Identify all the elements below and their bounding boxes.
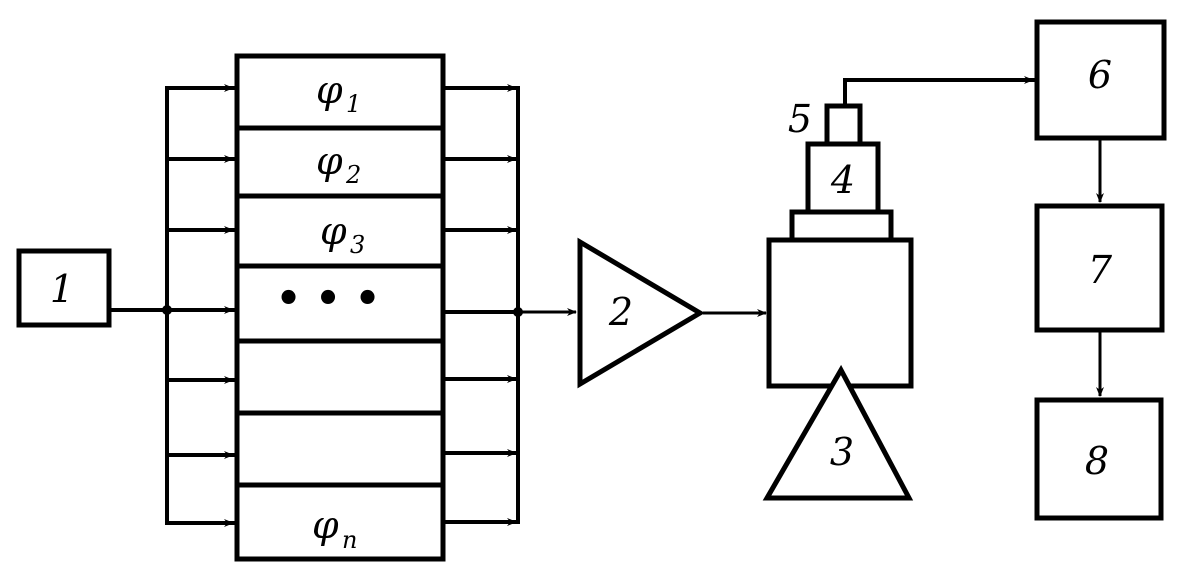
block-8-label: 8 <box>1085 439 1109 483</box>
arrow-5-to-6 <box>843 76 1035 108</box>
block-5-label: 5 <box>788 97 812 141</box>
filter-n-symbol: φ <box>312 503 339 547</box>
filter-1 <box>234 53 446 131</box>
filter-3-subscript: 3 <box>350 231 365 259</box>
block-3-label: 3 <box>830 430 854 474</box>
output-arrows <box>441 84 523 526</box>
block-7-label: 7 <box>1088 248 1113 292</box>
filter-2-subscript: 2 <box>345 161 361 189</box>
block-1: 1 <box>16 248 112 328</box>
filter-1-subscript: 1 <box>346 90 361 118</box>
filter-2-symbol: φ <box>316 139 343 183</box>
input-arrows <box>165 84 235 527</box>
block-6: 6 <box>1034 19 1167 141</box>
block-1-label: 1 <box>50 267 74 311</box>
filter-bank: φ 1 φ 2 φ 3 • • • φ n <box>234 53 446 562</box>
block-7: 7 <box>1034 203 1165 333</box>
filter-1-symbol: φ <box>316 68 343 112</box>
filter-n-subscript: n <box>342 526 357 554</box>
block-3-triangle: 3 <box>762 364 914 501</box>
filter-n <box>234 482 446 562</box>
filter-3-symbol: φ <box>320 209 347 253</box>
filter-5 <box>234 338 446 416</box>
block-6-label: 6 <box>1088 53 1112 97</box>
input-bus <box>107 86 172 525</box>
filter-4 <box>234 263 446 344</box>
block-4-label: 4 <box>830 158 855 202</box>
device-body <box>766 237 914 389</box>
block-4: 4 <box>805 141 881 215</box>
block-2-label: 2 <box>608 290 633 334</box>
base-plate <box>789 209 894 243</box>
block-5: 5 <box>788 97 863 147</box>
filter-6 <box>234 410 446 488</box>
block-2-amplifier: 2 <box>577 237 705 389</box>
filter-ellipsis: • • • <box>276 276 381 322</box>
block-8: 8 <box>1034 397 1164 521</box>
